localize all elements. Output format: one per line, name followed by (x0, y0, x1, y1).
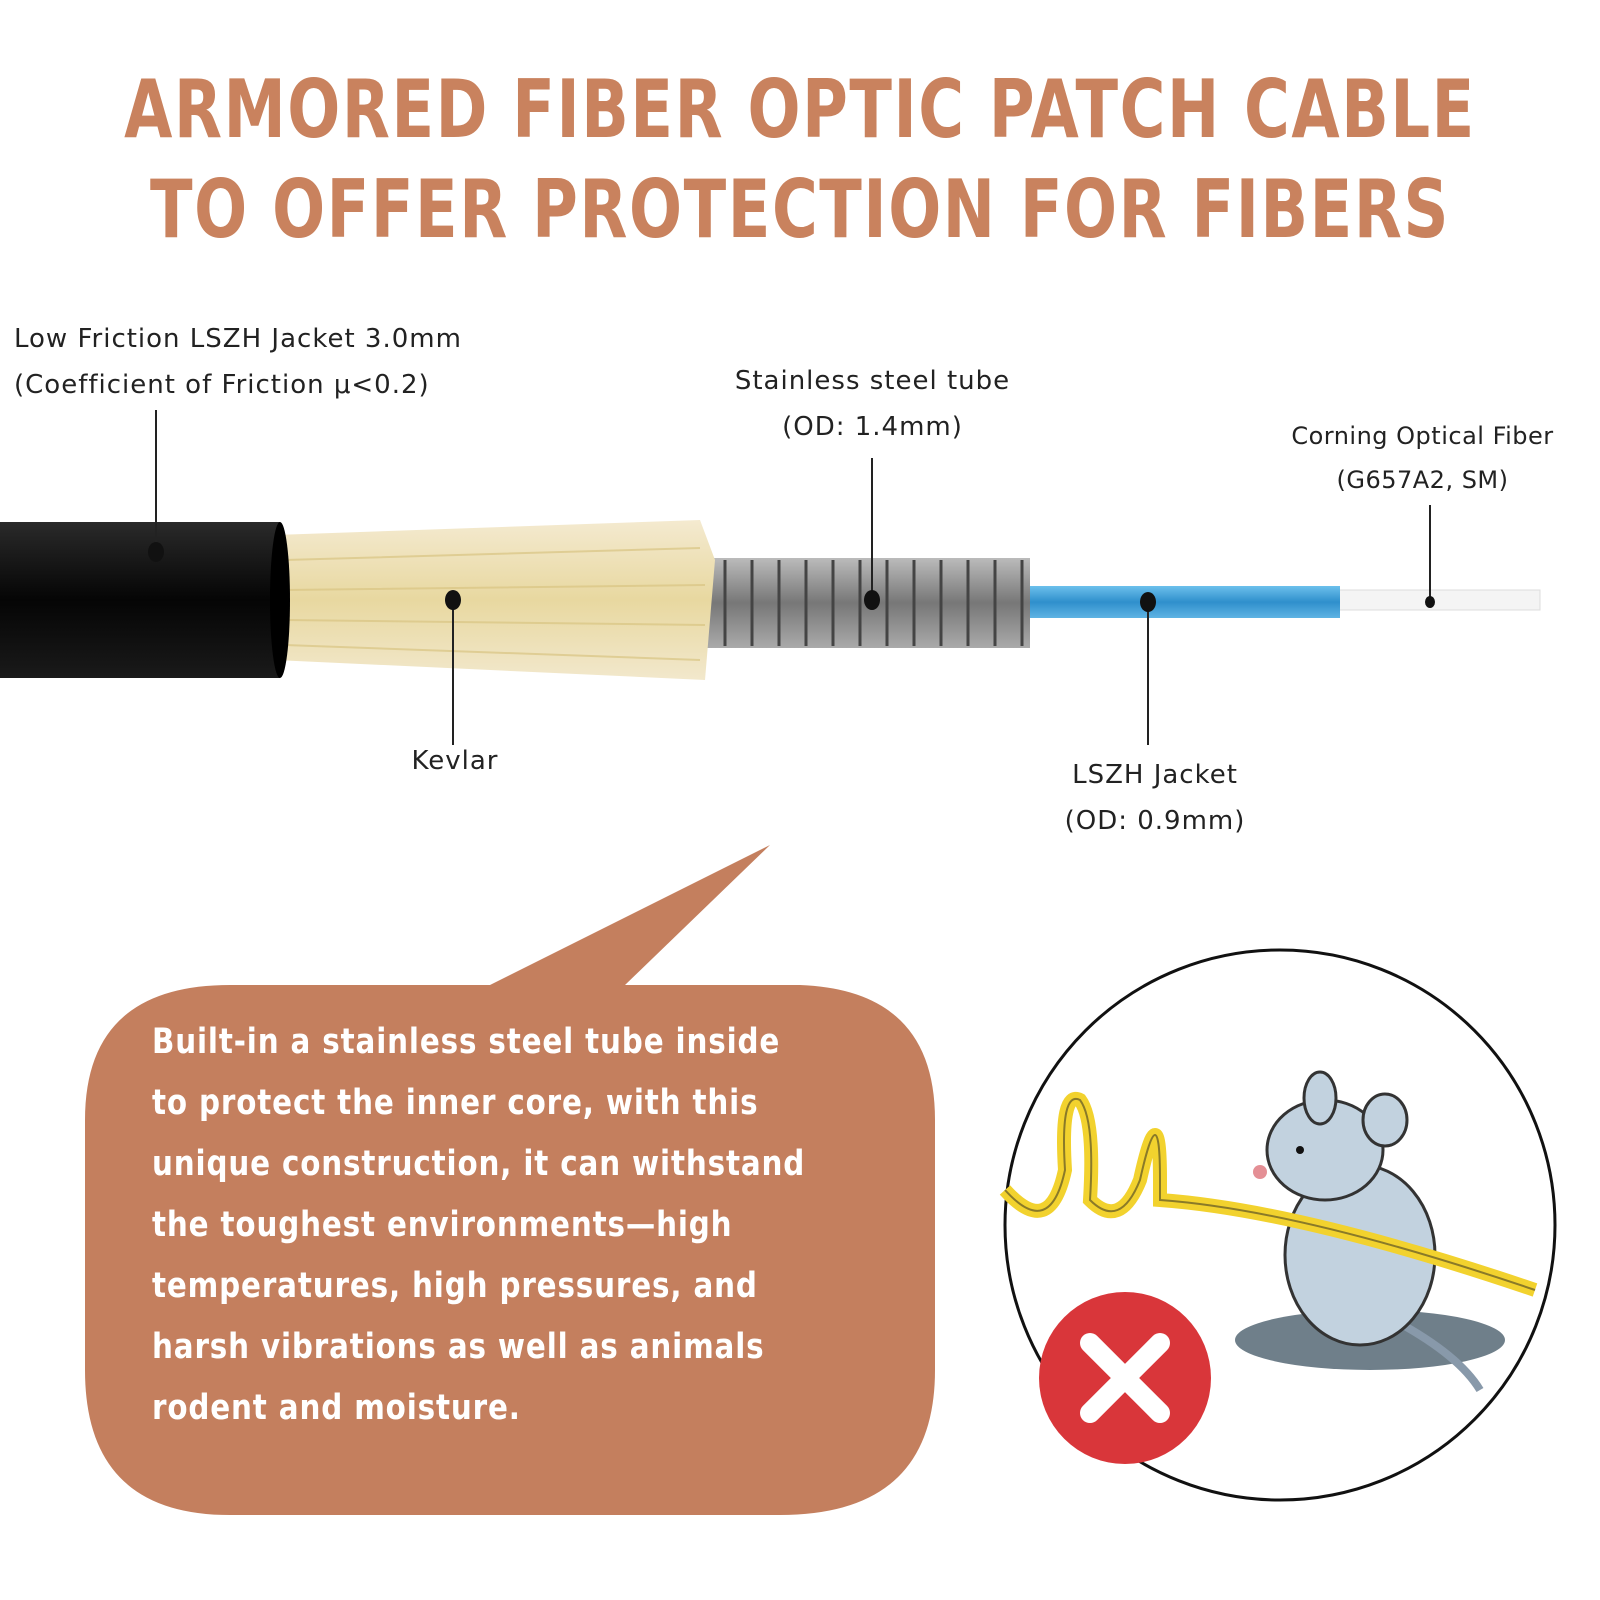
outer-lszh-jacket (0, 522, 286, 678)
rodent-illustration (999, 948, 1557, 1502)
label-steel-tube: Stainless steel tube (OD: 1.4mm) (700, 358, 1045, 450)
leader-lines (155, 410, 1431, 745)
label-steel-tube-line2: (OD: 1.4mm) (782, 412, 963, 442)
label-inner-jacket-line1: LSZH Jacket (1072, 760, 1238, 790)
callout-line: temperatures, high pressures, and (152, 1266, 758, 1306)
label-kevlar: Kevlar (380, 738, 530, 784)
label-optical-fiber: Corning Optical Fiber (G657A2, SM) (1250, 414, 1595, 502)
label-outer-jacket-line2: (Coefficient of Friction μ<0.2) (14, 370, 430, 400)
inner-lszh-jacket (1010, 586, 1340, 618)
kevlar-fibers (275, 520, 715, 680)
callout-bubble (85, 845, 935, 1515)
callout-line: rodent and moisture. (152, 1388, 521, 1428)
page-title-line-1: ARMORED FIBER OPTIC PATCH CABLE (124, 63, 1476, 156)
leader-dots (148, 542, 1435, 612)
label-optical-fiber-line2: (G657A2, SM) (1336, 466, 1509, 494)
callout-text: Built-in a stainless steel tube inside t… (152, 1012, 805, 1439)
label-outer-jacket-line1: Low Friction LSZH Jacket 3.0mm (14, 324, 462, 354)
callout-line: harsh vibrations as well as animals (152, 1327, 765, 1367)
label-inner-jacket: LSZH Jacket (OD: 0.9mm) (1040, 752, 1270, 844)
label-outer-jacket: Low Friction LSZH Jacket 3.0mm (Coeffici… (14, 316, 462, 408)
label-kevlar-text: Kevlar (411, 746, 499, 776)
callout-line: to protect the inner core, with this (152, 1083, 759, 1123)
label-inner-jacket-line2: (OD: 0.9mm) (1064, 806, 1246, 836)
callout-line: Built-in a stainless steel tube inside (152, 1022, 781, 1062)
stainless-steel-tube (700, 558, 1030, 648)
callout-line: unique construction, it can withstand (152, 1144, 806, 1184)
label-steel-tube-line1: Stainless steel tube (734, 366, 1011, 396)
callout-line: the toughest environments—high (152, 1205, 733, 1245)
label-optical-fiber-line1: Corning Optical Fiber (1291, 422, 1554, 450)
page-title-line-2: TO OFFER PROTECTION FOR FIBERS (150, 163, 1450, 256)
